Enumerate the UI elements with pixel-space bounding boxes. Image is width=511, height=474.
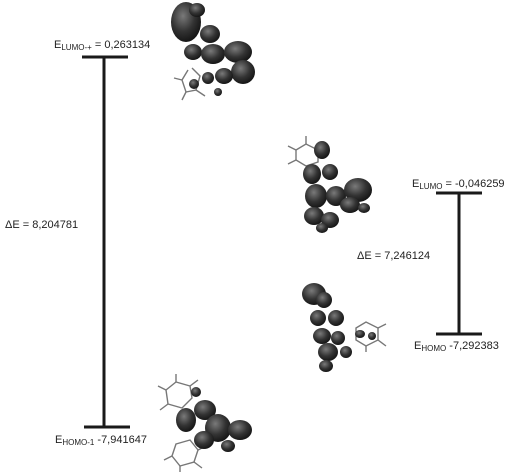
- left-homo-subscript: HOMO-1: [62, 438, 95, 447]
- right-lumo-subscript: LUMO: [419, 182, 443, 191]
- orbital-image-left-lumo: [171, 2, 255, 101]
- orbital-image-right-homo: [302, 283, 387, 372]
- orbital-image-right-lumo: [287, 136, 372, 233]
- right-lumo-label: ELUMO = -0,046259: [412, 178, 505, 191]
- left-gap-label: ΔE = 8,204781: [5, 219, 79, 231]
- right-gap-label: ΔE = 7,246124: [357, 250, 431, 262]
- orbital-image-left-homo: [157, 374, 252, 472]
- left-lumo-label: ELUMO-+ = 0,263134: [54, 39, 151, 52]
- left-energy-bar: [82, 55, 130, 429]
- right-homo-subscript: HOMO: [421, 344, 447, 353]
- left-homo-label: EHOMO-1 -7,941647: [55, 434, 147, 447]
- right-homo-label: EHOMO -7,292383: [414, 340, 499, 353]
- left-lumo-subscript: LUMO-+: [61, 43, 92, 52]
- right-energy-bar: [436, 191, 482, 336]
